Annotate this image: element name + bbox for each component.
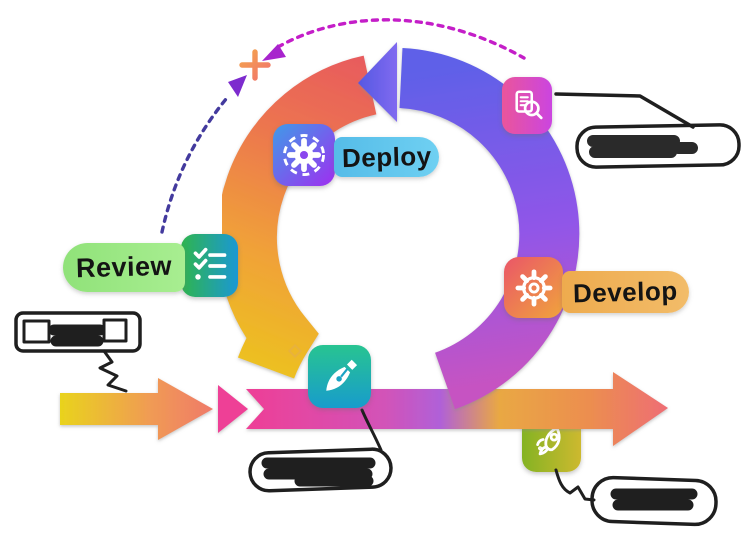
rocket-icon: [535, 426, 561, 456]
review-label: Review: [75, 250, 173, 284]
develop-gear-badge: [504, 257, 563, 318]
annotation-bottom-right: [554, 468, 718, 527]
deploy-gear-badge: [273, 124, 335, 186]
loop-arrowhead-icon: [358, 42, 397, 122]
arrowhead-down-icon: [262, 44, 286, 61]
chevron-tail: [218, 385, 248, 433]
review-checklist-badge: [181, 234, 238, 297]
document-search-icon: [515, 89, 543, 119]
develop-label: Develop: [572, 275, 679, 308]
arrowhead-up-icon: [228, 75, 247, 97]
pen-nib-icon: [325, 359, 357, 391]
develop-label-pill: Develop: [562, 271, 689, 313]
dashed-arc-right: [276, 18, 526, 60]
annotation-top-right: [554, 92, 741, 169]
loop-right-band: [358, 42, 580, 410]
review-label-pill: Review: [63, 243, 185, 292]
deploy-label: Deploy: [341, 140, 432, 173]
annotation-bottom-center: [248, 408, 393, 493]
annotation-left: [14, 311, 142, 393]
scribble-annotations: [14, 92, 741, 527]
small-arrow: [60, 378, 213, 440]
loop-left-band: [217, 55, 378, 379]
diamond-accent-icon: [287, 343, 303, 359]
dashed-iteration-arc: [160, 18, 526, 234]
document-search-badge: [502, 77, 552, 134]
gear-icon: [514, 268, 553, 307]
dashed-circle-gear-icon: [283, 134, 325, 176]
checklist-icon: [193, 247, 226, 280]
dashed-arc-left: [160, 97, 228, 234]
deploy-label-pill: Deploy: [334, 137, 439, 177]
plus-icon: [239, 49, 271, 81]
pen-badge: [308, 345, 371, 408]
